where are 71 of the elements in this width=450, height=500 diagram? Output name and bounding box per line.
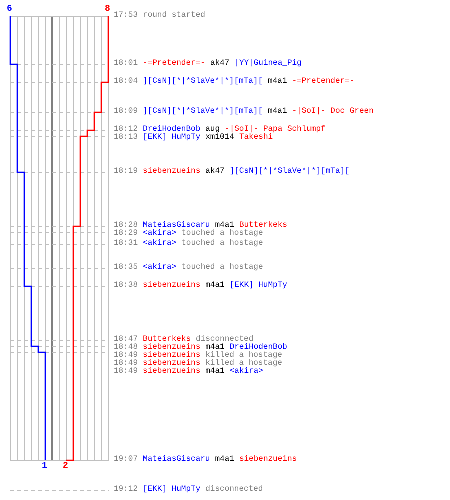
- timestamp: 19:12: [114, 485, 138, 495]
- player-name: <akira>: [230, 367, 264, 377]
- player-name: ][CsN][*|*SlaVe*|*][mTa][: [143, 107, 264, 117]
- player-name: siebenzueins: [143, 359, 201, 368]
- team-count-label: 8: [105, 4, 110, 14]
- timestamp: 19:07: [114, 455, 138, 465]
- player-name: <akira>: [143, 263, 177, 273]
- timestamp: 17:53: [114, 11, 138, 21]
- player-name: Takeshi: [239, 133, 274, 143]
- player-name: siebenzueins: [143, 351, 201, 360]
- timestamp: 18:19: [114, 167, 138, 177]
- player-name: DreiHodenBob: [230, 343, 288, 352]
- player-name: ][CsN][*|*SlaVe*|*][mTa][: [230, 167, 350, 177]
- timestamp: 18:48: [114, 343, 138, 352]
- team-count-label: 6: [7, 4, 12, 14]
- team-count-label: 1: [42, 461, 48, 471]
- player-name: -=Pretender=-: [143, 59, 206, 69]
- weapon-name: m4a1: [268, 77, 288, 87]
- event-text: touched a hostage: [182, 263, 264, 273]
- weapon-name: m4a1: [215, 455, 234, 465]
- weapon-name: xm1014: [206, 133, 234, 143]
- timestamp: 18:12: [114, 125, 138, 134]
- player-name: siebenzueins: [143, 367, 201, 377]
- player-name: Butterkeks: [143, 335, 192, 344]
- event-text: killed a hostage: [206, 351, 282, 360]
- player-name: -=Pretender=-: [292, 77, 355, 87]
- player-name: siebenzueins: [143, 167, 201, 177]
- player-name: MateiasGiscaru: [143, 221, 210, 230]
- timestamp: 18:38: [114, 281, 138, 291]
- player-name: siebenzueins: [239, 455, 298, 465]
- timestamp: 18:35: [114, 263, 138, 273]
- weapon-name: m4a1: [215, 221, 234, 230]
- player-name: DreiHodenBob: [143, 125, 201, 134]
- player-name: -|SoI|- Doc Green: [292, 107, 374, 117]
- player-name: siebenzueins: [143, 343, 201, 352]
- event-text: touched a hostage: [182, 229, 264, 239]
- player-name: Butterkeks: [239, 221, 288, 230]
- timestamp: 18:29: [114, 229, 138, 239]
- event-text: disconnected: [206, 485, 264, 495]
- player-name: [EKK] HuMpTy: [143, 133, 201, 143]
- event-text: disconnected: [196, 335, 254, 344]
- team-count-label: 2: [63, 461, 68, 471]
- player-name: MateiasGiscaru: [143, 455, 210, 465]
- weapon-name: ak47: [210, 59, 230, 69]
- timestamp: 18:01: [114, 59, 138, 69]
- player-name: |YY|Guinea_Pig: [234, 59, 302, 69]
- timestamp: 18:04: [114, 77, 138, 87]
- timestamp: 18:31: [114, 239, 138, 249]
- event-text: round started: [143, 11, 206, 21]
- timestamp: 18:47: [114, 335, 138, 344]
- event-text: killed a hostage: [206, 359, 282, 368]
- weapon-name: m4a1: [206, 281, 225, 291]
- timestamp: 18:49: [114, 351, 138, 360]
- timestamp: 18:09: [114, 107, 138, 117]
- player-name: siebenzueins: [143, 281, 201, 291]
- player-name: <akira>: [143, 229, 177, 239]
- weapon-name: m4a1: [268, 107, 288, 117]
- timestamp: 18:49: [114, 359, 138, 368]
- event-text: touched a hostage: [182, 239, 264, 249]
- player-name: ][CsN][*|*SlaVe*|*][mTa][: [143, 77, 264, 87]
- weapon-name: aug: [206, 125, 220, 134]
- timestamp: 18:28: [114, 221, 138, 230]
- timestamp: 18:13: [114, 133, 138, 143]
- player-name: <akira>: [143, 239, 177, 249]
- weapon-name: ak47: [206, 167, 225, 177]
- player-name: [EKK] HuMpTy: [230, 281, 288, 291]
- timestamp: 18:49: [114, 367, 138, 377]
- player-name: [EKK] HuMpTy: [143, 485, 201, 495]
- player-name: -|SoI|- Papa Schlumpf: [225, 125, 326, 134]
- weapon-name: m4a1: [206, 343, 225, 352]
- weapon-name: m4a1: [206, 367, 225, 377]
